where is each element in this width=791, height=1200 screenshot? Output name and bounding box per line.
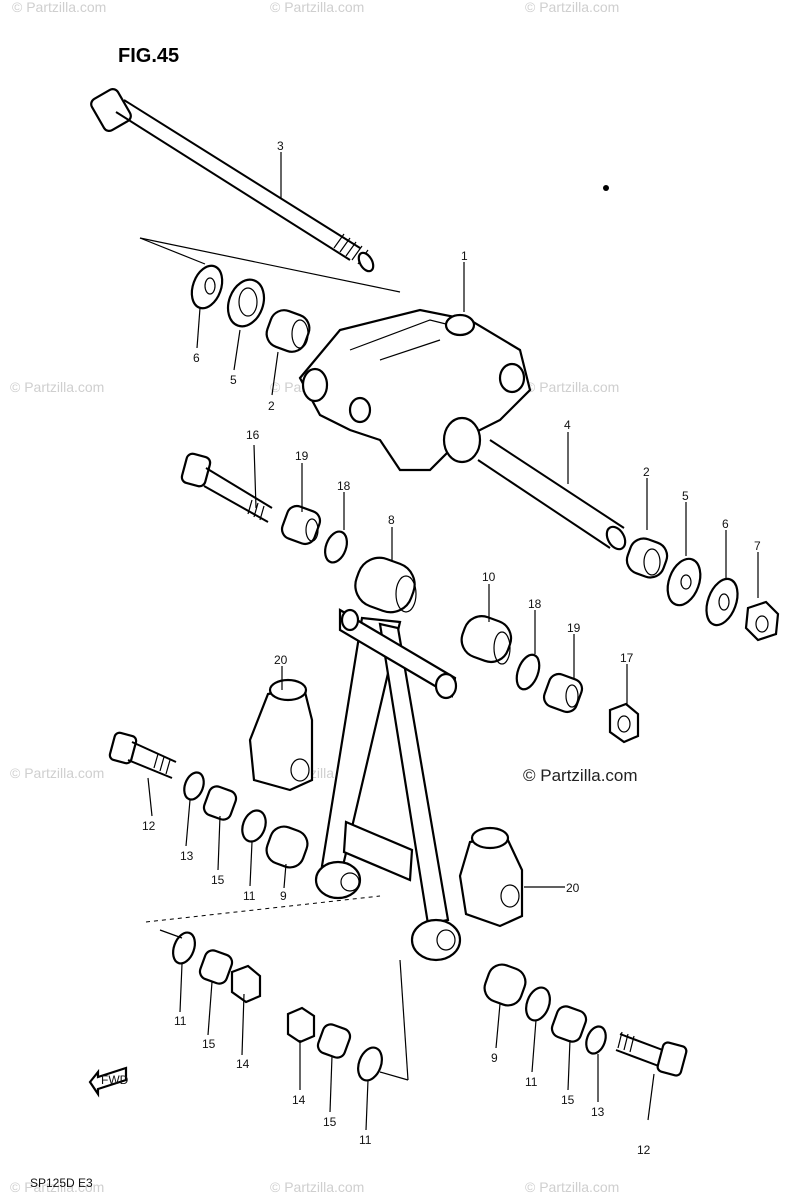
callout: 17	[620, 651, 634, 665]
bottom-center-hardware	[286, 959, 409, 1082]
callout: 18	[528, 597, 542, 611]
callout: 15	[211, 873, 225, 887]
callout: 12	[637, 1143, 651, 1157]
watermark: © Partzilla.com	[10, 1179, 104, 1195]
callout: 14	[292, 1093, 306, 1107]
mark-dot	[603, 185, 609, 191]
upper-pivot-hardware	[180, 452, 348, 564]
watermark: © Partzilla.com	[12, 0, 106, 15]
part-8-cushion-rod	[314, 556, 462, 962]
callout: 7	[754, 539, 761, 553]
callout: 6	[722, 517, 729, 531]
callout: 19	[295, 449, 309, 463]
left-bearing-set	[139, 237, 401, 353]
callout: 20	[566, 881, 580, 895]
callout: 6	[193, 351, 200, 365]
callout: 3	[277, 139, 284, 153]
callout: 19	[567, 621, 581, 635]
watermark: © Partzilla.com	[270, 1179, 364, 1195]
watermark: © Partzilla.com	[270, 0, 364, 15]
part-3-bolt	[90, 88, 375, 273]
callout: 5	[682, 489, 689, 503]
callout: 2	[268, 399, 275, 413]
part-20-joints	[248, 678, 524, 928]
watermark: © Partzilla.com	[10, 379, 104, 395]
part-1-cushion-lever-housing	[298, 308, 532, 472]
callout: 1	[461, 249, 468, 263]
callout: 11	[174, 1014, 187, 1028]
callout: 5	[230, 373, 237, 387]
callout: 2	[643, 465, 650, 479]
callout: 11	[525, 1075, 538, 1089]
front-direction-arrow: FWD	[88, 1066, 129, 1098]
figure-title: FIG.45	[118, 45, 179, 67]
watermark: © Partzilla.com	[525, 1179, 619, 1195]
watermark: © Partzilla.com	[10, 765, 104, 781]
callout-labels: 3 1 6 5 2 4 16 19 18 8 2 5 6 7 10 18 19 …	[142, 139, 761, 1157]
callout: 18	[337, 479, 351, 493]
callout: 4	[564, 418, 571, 432]
callout: 11	[359, 1133, 372, 1147]
callout: 16	[246, 428, 260, 442]
callout: 10	[482, 570, 496, 584]
watermark: © Partzilla.com	[525, 0, 619, 15]
callout: 13	[180, 849, 194, 863]
watermark: © Partzilla.com	[525, 379, 619, 395]
callout: 8	[388, 513, 395, 527]
lower-left-hardware	[108, 731, 309, 869]
leader-lines	[147, 152, 759, 1131]
right-bearing-set	[625, 537, 780, 642]
part-4-shaft	[477, 439, 627, 551]
callout: 15	[202, 1037, 216, 1051]
bottom-right-hardware	[483, 963, 688, 1077]
callout: 20	[274, 653, 288, 667]
fwd-label: FWD	[101, 1073, 129, 1087]
callout: 15	[323, 1115, 337, 1129]
callout: 11	[243, 889, 256, 903]
callout: 9	[491, 1051, 498, 1065]
callout: 13	[591, 1105, 605, 1119]
callout: 15	[561, 1093, 575, 1107]
right-rod-hardware	[460, 615, 640, 744]
callout: 12	[142, 819, 156, 833]
model-code: SP125D E3	[30, 1176, 93, 1190]
callout: 14	[236, 1057, 250, 1071]
lower-left-bottom-hardware	[145, 895, 381, 1004]
callout: 9	[280, 889, 287, 903]
watermark-main: © Partzilla.com	[523, 766, 638, 785]
